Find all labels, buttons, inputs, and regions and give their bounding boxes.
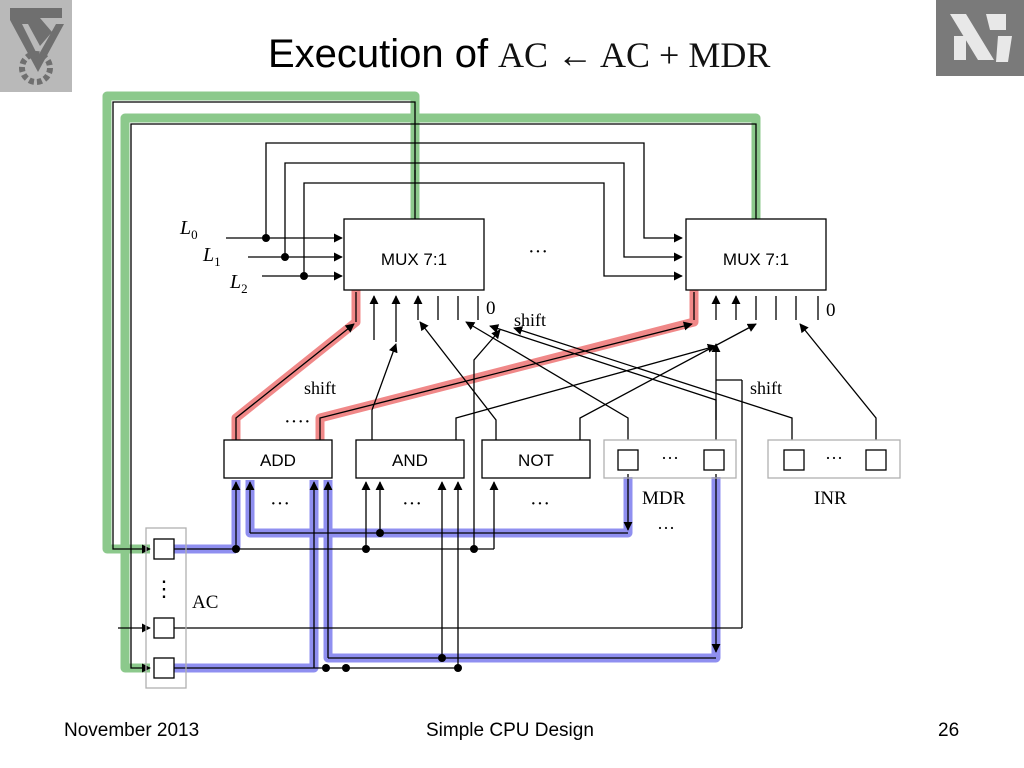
title-prefix: Execution of xyxy=(268,32,489,76)
ac-label: AC xyxy=(192,592,218,613)
wiring xyxy=(112,101,877,673)
mux-left-label: MUX 7:1 xyxy=(381,250,447,269)
ac-bit-top xyxy=(153,538,175,560)
technion-logo xyxy=(0,0,72,92)
zero-right-label: 0 xyxy=(826,300,836,321)
mux-right-box xyxy=(685,218,827,291)
technion-logo-icon xyxy=(0,0,72,92)
mdr-label: MDR xyxy=(642,488,686,509)
selector-l0: L0 xyxy=(179,217,198,242)
mux-right-label: MUX 7:1 xyxy=(723,250,789,269)
ac-register xyxy=(145,527,187,689)
shift-label-left: shift xyxy=(304,378,336,398)
mdr-bit-first xyxy=(617,449,639,471)
footer-subject: Simple CPU Design xyxy=(426,720,594,741)
title-formula: AC ← AC + MDR xyxy=(498,35,771,75)
not-unit-label: NOT xyxy=(518,451,554,470)
inr-label: INR xyxy=(814,488,847,509)
add-unit-label: ADD xyxy=(260,451,296,470)
junction-dots xyxy=(232,234,478,672)
mux-left-box xyxy=(343,218,485,291)
green-path-highlight xyxy=(102,91,761,673)
ac-bit-bottom xyxy=(153,657,175,679)
mdr-bit-last xyxy=(703,449,725,471)
inr-bit-first xyxy=(783,449,805,471)
mdr-below-ellipsis: ··· xyxy=(657,518,675,538)
and-unit-box xyxy=(355,439,465,479)
not-unit-box xyxy=(481,439,591,479)
inr-ellipsis: ··· xyxy=(825,448,843,468)
dash-ellipsis: ···· xyxy=(284,411,311,433)
add-unit-box xyxy=(223,439,333,479)
shift-label-top: shift xyxy=(514,310,546,330)
selector-labels: L0 L1 L2 xyxy=(179,217,248,296)
footer-date: November 2013 xyxy=(64,720,200,741)
not-input-ellipsis: ··· xyxy=(530,493,550,515)
mdr-ellipsis: ··· xyxy=(661,448,679,468)
footer-page-number: 26 xyxy=(938,720,960,741)
selector-l1: L1 xyxy=(202,244,221,269)
and-input-ellipsis: ··· xyxy=(402,493,422,515)
inr-register xyxy=(767,439,901,479)
and-unit-label: AND xyxy=(392,451,428,470)
ac-vdots: ⋮ xyxy=(153,576,175,601)
zero-left-label: 0 xyxy=(486,298,496,319)
slide-title: Execution of AC ← AC + MDR xyxy=(0,28,1024,78)
ac-bit-middle xyxy=(153,617,175,639)
hebrew-letters-logo-icon xyxy=(936,0,1024,76)
add-input-ellipsis: ··· xyxy=(270,493,290,515)
inr-bit-last xyxy=(865,449,887,471)
selector-l2: L2 xyxy=(229,271,248,296)
mux-ellipsis: ··· xyxy=(528,241,548,263)
blue-path-highlight xyxy=(174,477,721,673)
university-logo xyxy=(936,0,1024,76)
mdr-register xyxy=(603,439,737,479)
shift-label-right: shift xyxy=(750,378,782,398)
